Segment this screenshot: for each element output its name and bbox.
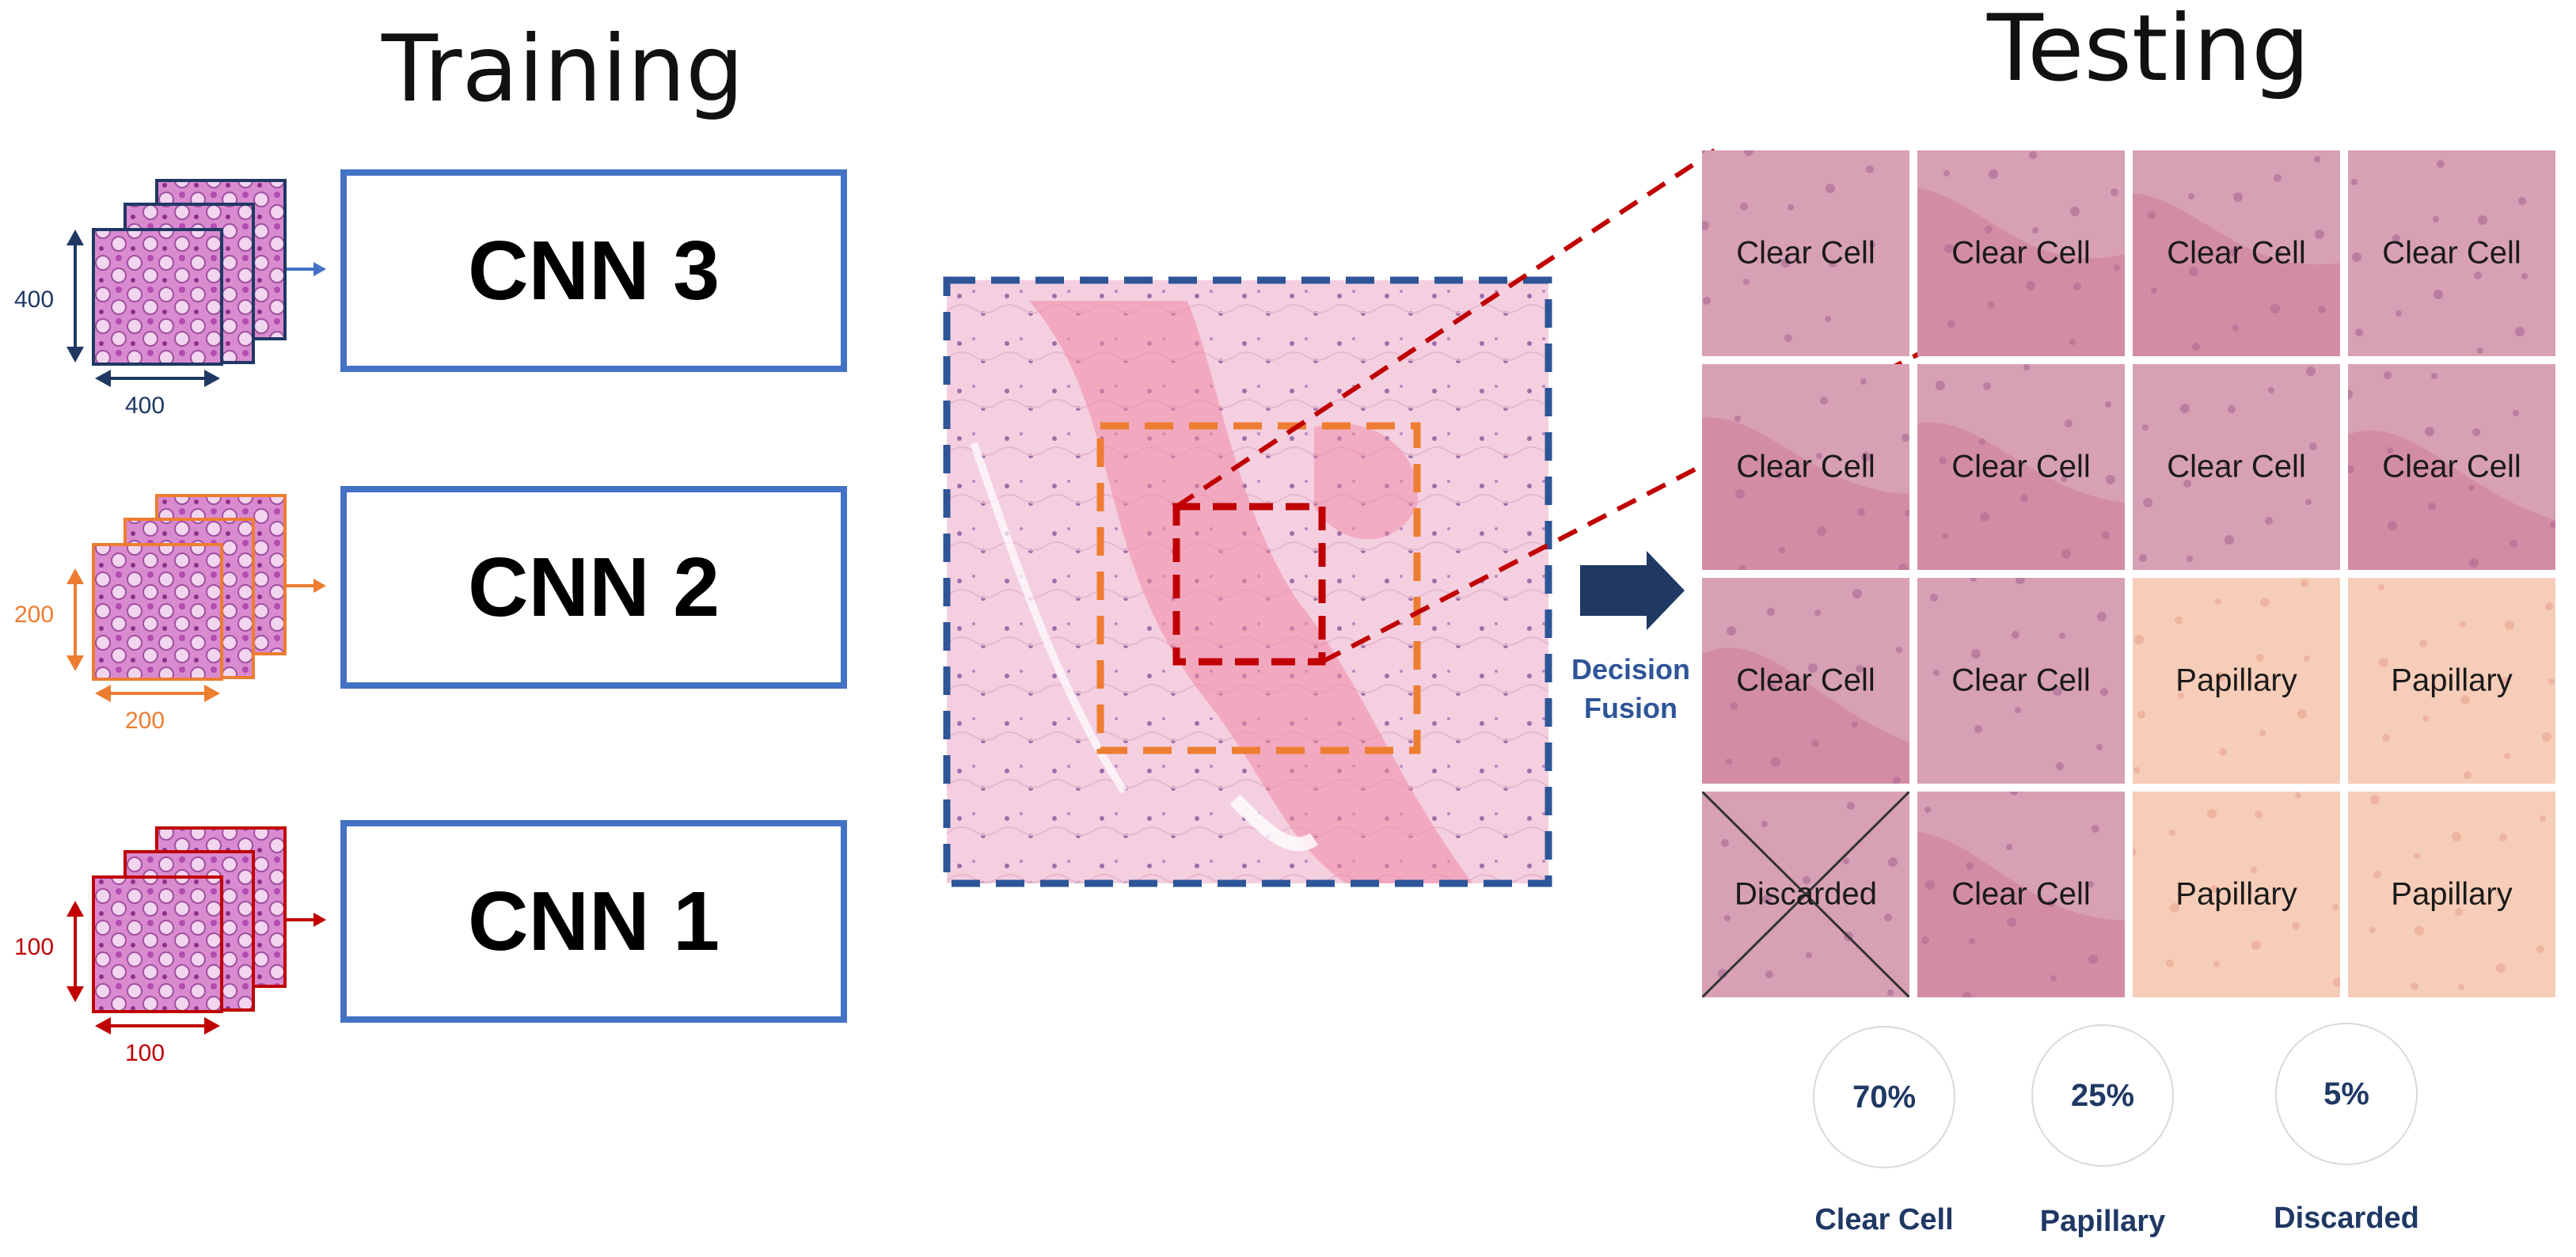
result-circle-papillary: 25%	[2031, 1024, 2174, 1167]
grid-tile: Clear Cell	[1917, 578, 2125, 784]
grid-tile-label: Clear Cell	[1951, 663, 2091, 698]
result-percent-discarded: 5%	[2323, 1076, 2369, 1111]
cnn-1-box: CNN 1	[340, 820, 847, 1023]
grid-tile: Papillary	[2348, 792, 2555, 997]
result-percent-papillary: 25%	[2070, 1077, 2135, 1113]
grid-tile-label: Clear Cell	[1951, 449, 2091, 484]
grid-tile-label: Papillary	[2175, 876, 2297, 912]
patch-height-label-400: 400	[14, 287, 55, 313]
decision-fusion-label: Decision Fusion	[1560, 651, 1702, 727]
patch-height-label-200: 200	[14, 602, 55, 628]
grid-tile: Clear Cell	[2133, 364, 2340, 570]
grid-tile-label: Clear Cell	[2167, 235, 2306, 271]
grid-tile: Clear Cell	[1702, 364, 1909, 570]
decision-fusion-line1: Decision	[1571, 653, 1691, 685]
grid-tile-label: Papillary	[2391, 663, 2513, 698]
grid-tile: Discarded	[1702, 792, 1909, 997]
grid-tile-label: Clear Cell	[2382, 449, 2521, 484]
grid-tile: Clear Cell	[1917, 792, 2125, 997]
result-label-discarded: Discarded	[2274, 1202, 2419, 1235]
zoom-line-top	[1175, 148, 1716, 509]
grid-tile-label: Clear Cell	[2382, 235, 2521, 271]
grid-tile: Clear Cell	[1702, 578, 1909, 784]
patch-stack-400	[66, 179, 326, 387]
training-title: Training	[382, 16, 744, 123]
grid-tile-label: Clear Cell	[1736, 449, 1875, 484]
result-percent-clear-cell: 70%	[1852, 1079, 1917, 1115]
grid-tile: Papillary	[2133, 578, 2340, 784]
grid-tile-label: Clear Cell	[1951, 235, 2091, 271]
decision-fusion-line2: Fusion	[1584, 691, 1677, 724]
cnn-2-label: CNN 2	[467, 540, 720, 634]
grid-tile: Clear Cell	[2133, 150, 2340, 356]
cnn-1-label: CNN 1	[467, 874, 720, 968]
patch-height-label-100: 100	[14, 934, 55, 960]
crop-box-100	[1172, 503, 1326, 666]
grid-tile: Clear Cell	[1917, 150, 2125, 356]
cnn-3-box: CNN 3	[340, 169, 847, 372]
testing-title: Testing	[1987, 0, 2310, 102]
result-label-papillary: Papillary	[2039, 1205, 2166, 1238]
result-circle-discarded: 5%	[2275, 1023, 2418, 1165]
result-circle-clear-cell: 70%	[1813, 1026, 1955, 1168]
grid-tile: Papillary	[2348, 578, 2555, 784]
grid-tile: Clear Cell	[1702, 150, 1909, 356]
grid-tile: Clear Cell	[2348, 150, 2555, 356]
grid-tile: Papillary	[2133, 792, 2340, 997]
grid-tile-label: Clear Cell	[1736, 235, 1875, 271]
decision-fusion-arrow	[1580, 551, 1685, 630]
cnn-2-box: CNN 2	[340, 486, 847, 689]
crop-box-400	[943, 276, 1552, 887]
grid-tile: Clear Cell	[2348, 364, 2555, 570]
patch-width-label-100: 100	[125, 1040, 165, 1066]
grid-tile: Clear Cell	[1917, 364, 2125, 570]
training-patch-stacks	[66, 179, 326, 1035]
grid-tile-label: Clear Cell	[2167, 449, 2306, 484]
grid-tile-label: Papillary	[2391, 876, 2513, 912]
grid-tile-label: Discarded	[1734, 876, 1878, 912]
zoom-line-bottom	[1320, 351, 1922, 664]
result-label-clear-cell: Clear Cell	[1814, 1203, 1954, 1236]
crop-box-200	[1096, 422, 1421, 754]
patch-width-label-200: 200	[125, 708, 165, 734]
cnn-3-label: CNN 3	[467, 223, 720, 317]
grid-tile-label: Clear Cell	[1951, 876, 2091, 912]
grid-tile-label: Clear Cell	[1736, 663, 1875, 698]
grid-tile-label: Papillary	[2175, 663, 2297, 698]
patch-stack-200	[66, 494, 326, 702]
patch-stack-100	[66, 826, 326, 1035]
patch-width-label-400: 400	[125, 393, 165, 419]
